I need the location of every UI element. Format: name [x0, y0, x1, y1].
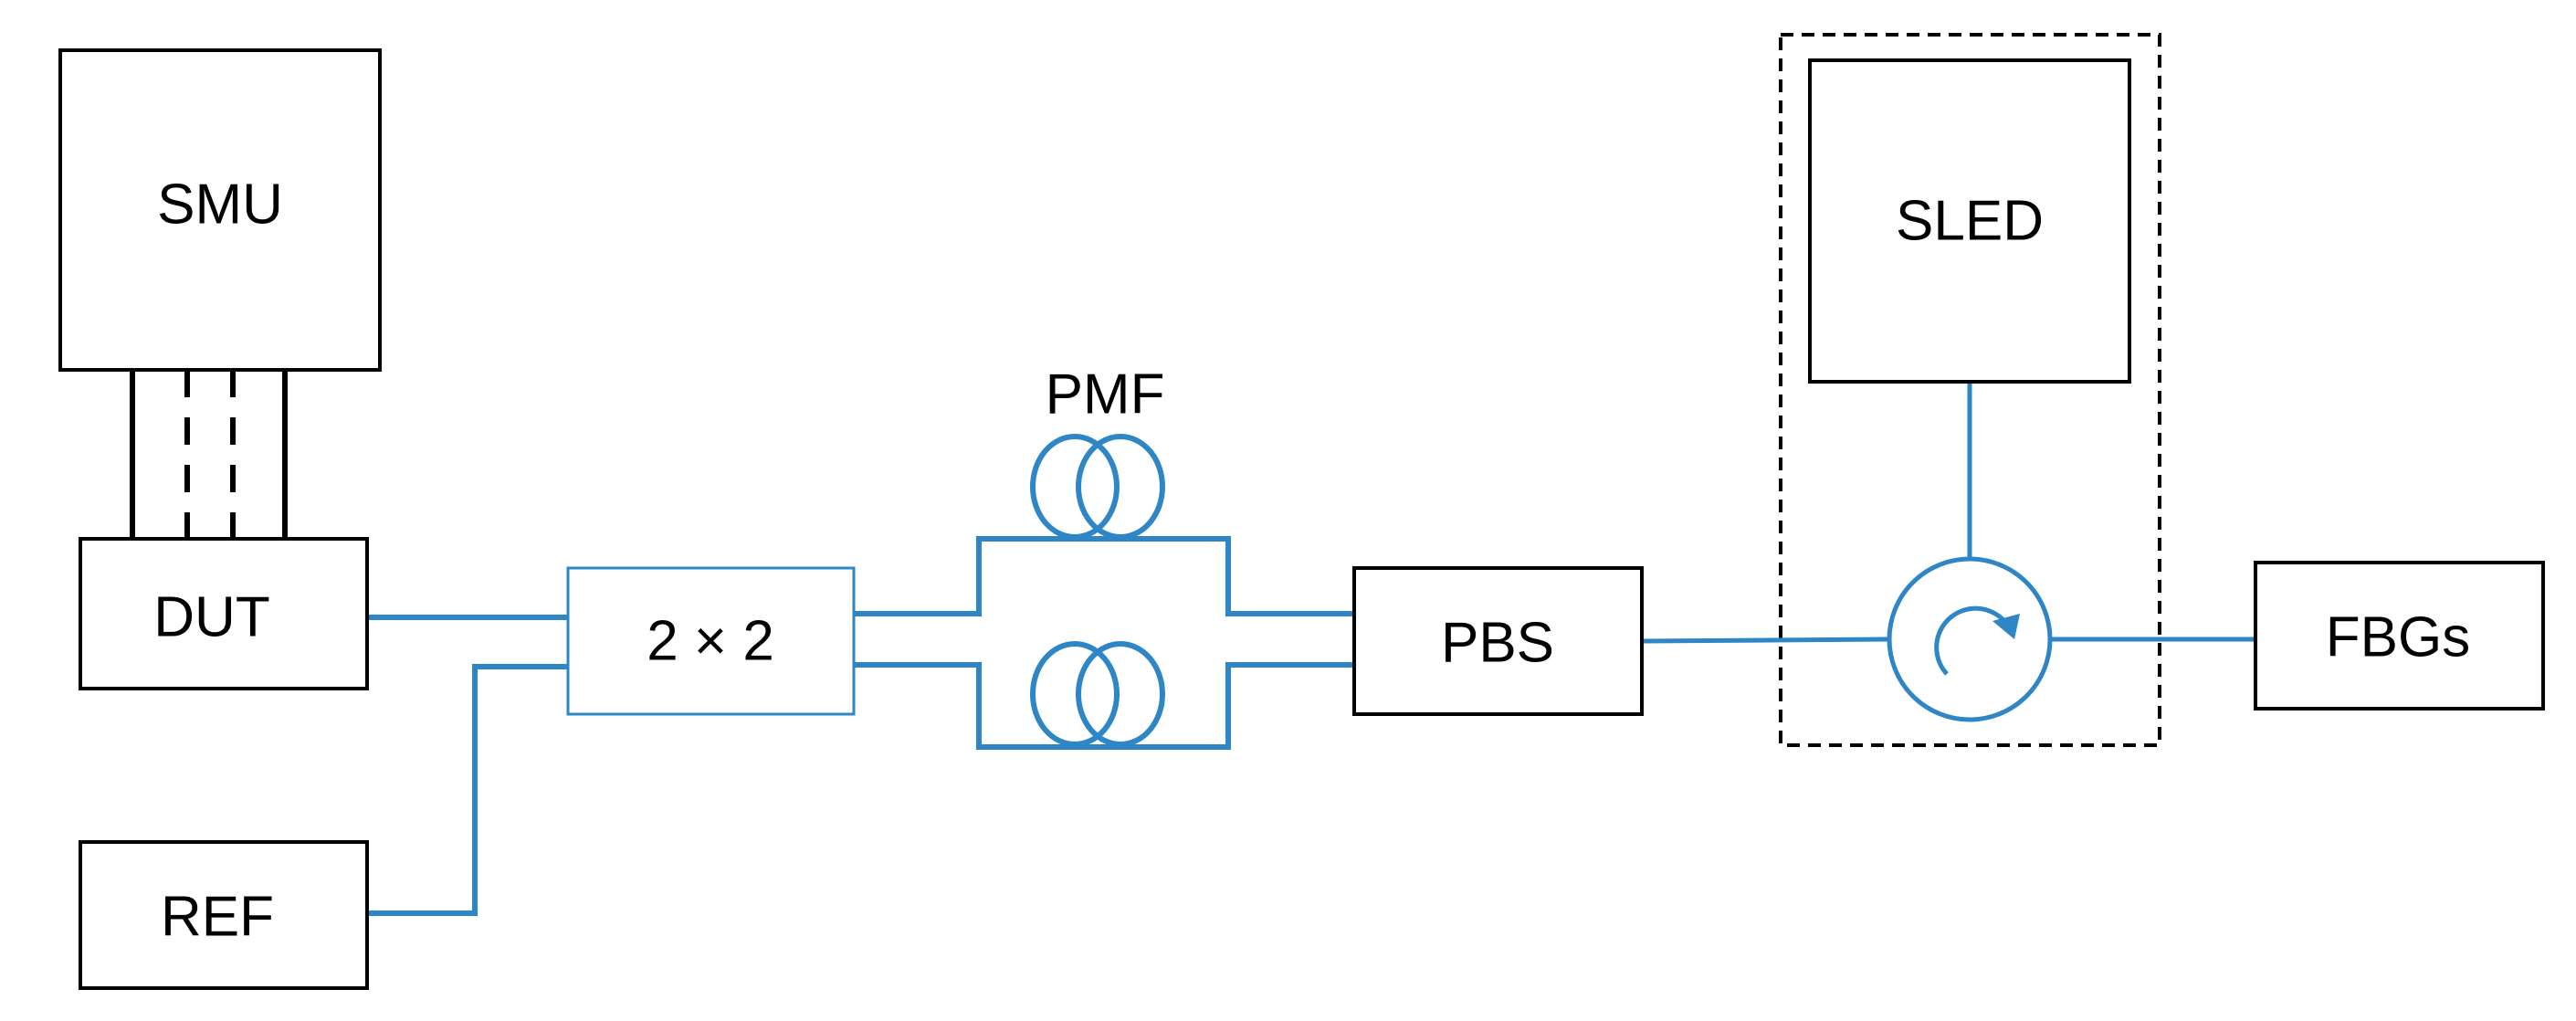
sled-label: SLED — [1896, 190, 2044, 253]
pbs-label: PBS — [1441, 612, 1554, 675]
smu-label: SMU — [157, 174, 283, 237]
fiber-paths — [367, 382, 2255, 916]
fiber-coil-icon — [1030, 434, 1165, 540]
smu-dut-cables — [130, 370, 288, 539]
smu-block: SMU — [58, 48, 382, 372]
coupler-block: 2 × 2 — [566, 566, 856, 716]
dut-label: DUT — [153, 586, 269, 649]
pbs-block: PBS — [1352, 566, 1644, 716]
fiber-ref-coupler — [367, 664, 568, 916]
light-source-enclosure — [1779, 33, 2161, 747]
coupler-label: 2 × 2 — [647, 610, 774, 673]
fiber-coil-icon — [1030, 641, 1165, 747]
ref-label: REF — [161, 886, 274, 949]
fbgs-block: FBGs — [2254, 561, 2545, 710]
fiber-arm-lower — [854, 662, 1354, 750]
pmf-label: PMF — [1046, 363, 1165, 426]
dut-block: DUT — [79, 537, 369, 690]
circulator-icon — [1887, 556, 2053, 722]
sled-block: SLED — [1808, 58, 2131, 384]
fiber-pbs-circulator — [1641, 637, 1891, 644]
ref-block: REF — [79, 840, 369, 990]
fbgs-label: FBGs — [2326, 606, 2470, 669]
fiber-arm-upper — [854, 536, 1354, 616]
